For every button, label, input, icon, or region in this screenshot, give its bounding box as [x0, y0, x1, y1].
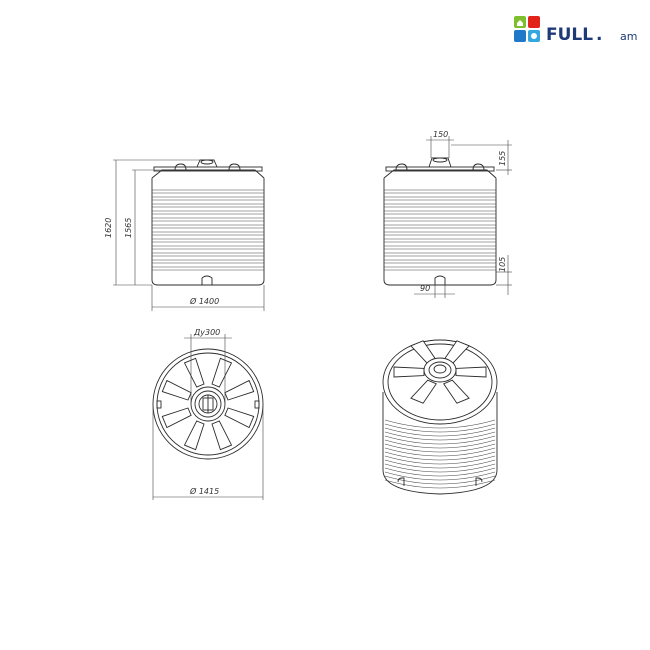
tank-rib-line: [384, 475, 496, 485]
roof-rib: [161, 379, 192, 401]
tank-rib-line: [384, 463, 496, 473]
tank-rib-line: [384, 423, 496, 433]
logo-tile-blue: [514, 30, 526, 42]
roof-rib: [393, 366, 425, 378]
logo-main-text: FULL: [546, 25, 593, 45]
roof-rib: [410, 379, 437, 404]
dim-hatch-diameter: Ду300: [193, 328, 220, 337]
tank-rib-line: [384, 479, 496, 489]
tank-rib-line: [384, 471, 496, 481]
tank-rib-line: [384, 419, 496, 429]
full-am-logo[interactable]: FULL . am: [514, 16, 637, 45]
house-icon: [517, 20, 523, 26]
tank-rib-line: [384, 451, 496, 461]
dim-outlet-height: 105: [498, 257, 507, 272]
tank-rib-line: [384, 455, 496, 465]
logo-dot: .: [596, 25, 602, 45]
dim-diameter-top: Ø 1415: [189, 486, 219, 496]
roof-rib: [224, 407, 255, 429]
roof-rib: [224, 379, 255, 401]
roof-rib: [211, 357, 233, 388]
side-view: 150 155 105 90: [383, 130, 512, 298]
tank-rib-line: [384, 459, 496, 469]
roof-rib: [183, 420, 205, 451]
front-view: 1620 1565 Ø 1400: [104, 159, 265, 311]
tank-rib-line: [384, 439, 496, 449]
dim-hatch-width: 150: [433, 130, 448, 139]
roof-rib: [443, 379, 470, 404]
roof-rib: [211, 420, 233, 451]
roof-rib: [455, 366, 487, 378]
logo-tile-red: [528, 16, 540, 28]
dim-height-body: 1565: [124, 218, 133, 238]
tank-rib-line: [384, 435, 496, 445]
top-view: Ду300 Ø 1415: [152, 328, 264, 500]
tank-rib-line: [384, 467, 496, 477]
roof-rib: [183, 357, 205, 388]
dim-outlet-offset: 90: [420, 284, 430, 293]
tank-rib-line: [384, 443, 496, 453]
dim-hatch-height: 155: [498, 151, 507, 166]
car-icon: [531, 33, 537, 39]
dim-height-total: 1620: [104, 218, 113, 238]
tank-rib-line: [384, 447, 496, 457]
isometric-view: [382, 339, 498, 495]
tank-rib-line: [384, 431, 496, 441]
tank-rib-line: [384, 427, 496, 437]
roof-rib: [161, 407, 192, 429]
logo-domain: am: [620, 30, 637, 43]
dim-diameter-front: Ø 1400: [189, 296, 219, 306]
